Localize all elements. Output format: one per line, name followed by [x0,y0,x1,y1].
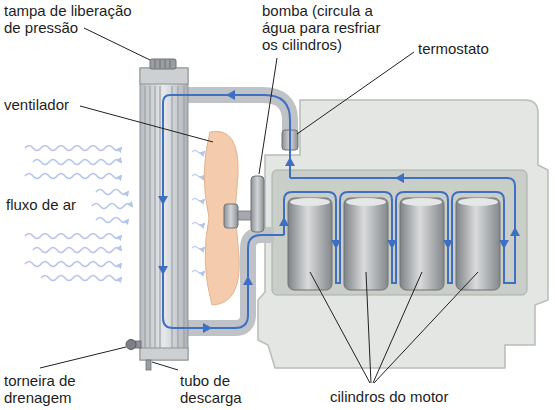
flow-arrow [158,196,168,205]
air-wave [25,146,121,151]
pressure-cap [150,59,176,69]
air-wave [96,218,128,223]
cap-ridge [165,60,166,68]
air-wave [192,175,204,178]
upper-hose [186,95,290,134]
cap-ridge [155,60,156,68]
coolant-path [284,178,515,283]
air-wave [192,199,204,202]
radiator-fin [177,86,178,350]
cylinder [288,198,332,290]
flow-arrow [510,227,520,236]
radiator-fin [149,86,150,350]
flow-arrow [387,240,397,249]
part-label: torneira de drenagem [4,372,109,406]
part-label: fluxo de ar [4,196,78,213]
cylinder-block [272,170,527,295]
cylinder [456,198,500,290]
part-label: tubo de descarga [180,372,260,406]
radiator-fin [171,86,172,350]
coolant-path [163,95,290,328]
flow-arrows [158,90,520,333]
radiator-fin [159,86,160,350]
flow-arrow [226,90,235,100]
air-wave [192,151,204,154]
flow-arrow [158,266,168,275]
flow-arrow [279,217,289,226]
air-wave [25,262,121,267]
air-wave [96,190,128,195]
cylinder-top [458,198,498,206]
air-wave [192,271,204,274]
air-wave [25,174,121,179]
air-wave [33,160,121,165]
coolant-flow [163,95,515,328]
part-label: tampa de liberação de pressão [4,2,139,36]
radiator-fin [144,86,145,350]
air-flow-waves [25,146,132,281]
fan-shaft [238,211,252,220]
flow-arrow [331,240,341,249]
leader-line [373,272,422,383]
leader-line [84,28,150,60]
drain-tap [126,340,136,350]
radiator-top-tank [140,68,188,84]
leader-lines [40,28,478,383]
cap-ridge [160,60,161,68]
leader-line [310,272,370,383]
flow-arrow [395,173,404,183]
leader-line [152,362,178,370]
radiator [126,59,188,370]
flow-arrow [243,276,253,285]
cylinder [400,198,444,290]
air-wave [92,204,132,209]
cylinder-top [402,198,442,206]
flow-arrow [285,157,295,166]
leader-line [40,347,126,368]
water-pump [251,176,264,232]
outflow-tube [146,360,151,370]
radiator-fin [183,86,184,350]
engine-block [258,100,548,368]
part-label: ventilador [4,96,69,113]
air-wave [192,223,204,226]
leader-line [80,106,213,142]
air-wave [41,276,121,281]
part-label: termostato [418,40,489,57]
radiator-fin [154,86,155,350]
air-wave [33,248,121,253]
fan-blade [204,131,239,305]
flow-arrow [499,240,509,249]
leader-line [259,58,277,174]
cylinder-top [290,198,330,206]
part-label: cilindros do motor [330,388,448,405]
air-flow-waves [192,151,204,274]
flow-arrow [203,323,212,333]
radiator-bottom-tank [140,348,188,360]
part-label: bomba (circula a água para resfriar os c… [262,2,394,53]
air-wave [192,247,204,250]
air-wave [25,234,121,239]
fan-hub [224,204,238,228]
cylinder-top [346,198,386,206]
engine-cylinders [288,198,500,290]
leader-line [297,52,414,134]
cap-ridge [170,60,171,68]
leader-line [374,272,478,383]
flow-arrow [443,240,453,249]
leader-line [366,272,371,383]
